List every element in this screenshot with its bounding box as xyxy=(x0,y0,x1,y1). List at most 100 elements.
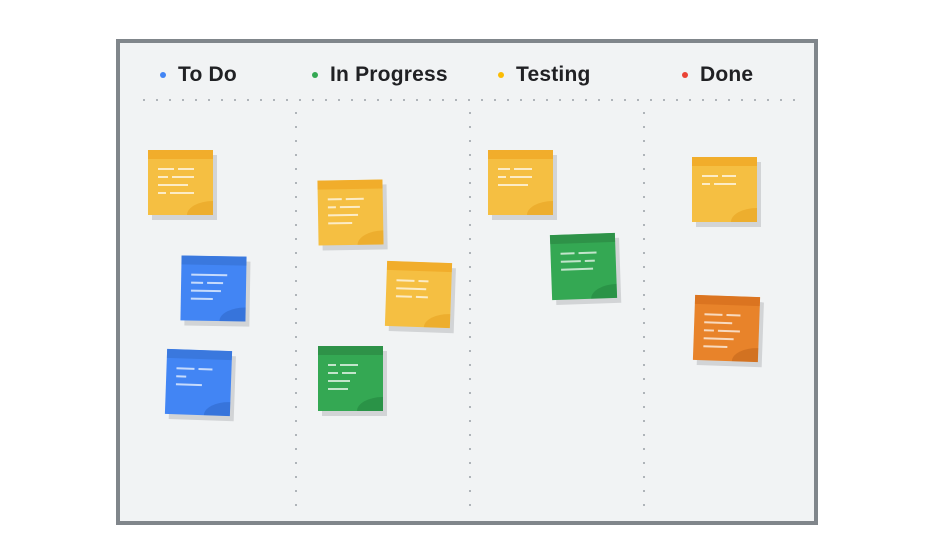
separator-dot xyxy=(469,336,471,338)
divider-dot xyxy=(507,99,509,101)
separator-dot xyxy=(469,126,471,128)
separator-dot xyxy=(469,392,471,394)
note-text-placeholder xyxy=(328,364,373,396)
sticky-note[interactable] xyxy=(148,150,217,220)
done-status-dot xyxy=(682,72,688,78)
divider-dot xyxy=(169,99,171,101)
separator-dot xyxy=(469,140,471,142)
divider-dot xyxy=(780,99,782,101)
separator-dot xyxy=(643,350,645,352)
note-page-curl xyxy=(203,401,231,417)
note-text-placeholder xyxy=(190,273,237,307)
separator-dot xyxy=(295,294,297,296)
separator-dot xyxy=(295,224,297,226)
separator-dot xyxy=(469,168,471,170)
separator-dot xyxy=(295,378,297,380)
separator-dot xyxy=(295,420,297,422)
separator-dot xyxy=(469,308,471,310)
column-header-todo[interactable]: To Do xyxy=(160,60,237,90)
divider-dot xyxy=(585,99,587,101)
separator-dot xyxy=(469,364,471,366)
divider-dot xyxy=(624,99,626,101)
divider-dot xyxy=(208,99,210,101)
divider-dot xyxy=(598,99,600,101)
sticky-note[interactable] xyxy=(384,260,456,334)
separator-dot xyxy=(295,392,297,394)
sticky-note[interactable] xyxy=(488,150,557,220)
separator-dot xyxy=(295,182,297,184)
note-paper xyxy=(692,157,757,222)
separator-dot xyxy=(295,364,297,366)
sticky-note[interactable] xyxy=(180,255,251,327)
separator-dot xyxy=(643,182,645,184)
separator-dot xyxy=(643,280,645,282)
note-adhesive-strip xyxy=(181,255,247,266)
todo-status-dot xyxy=(160,72,166,78)
separator-dot xyxy=(643,504,645,506)
column-title: Done xyxy=(700,63,754,86)
separator-dot xyxy=(469,112,471,114)
note-page-curl xyxy=(357,230,384,245)
column-header-in-progress[interactable]: In Progress xyxy=(312,60,448,90)
separator-dot xyxy=(643,126,645,128)
note-adhesive-strip xyxy=(694,294,761,307)
separator-dot xyxy=(295,308,297,310)
column-separator xyxy=(643,112,645,514)
separator-dot xyxy=(643,196,645,198)
separator-dot xyxy=(643,308,645,310)
separator-dot xyxy=(469,252,471,254)
sticky-note[interactable] xyxy=(317,179,388,251)
column-title: To Do xyxy=(178,63,237,86)
column-title: In Progress xyxy=(330,63,448,86)
separator-dot xyxy=(469,476,471,478)
header-divider xyxy=(143,99,803,101)
divider-dot xyxy=(390,99,392,101)
separator-dot xyxy=(469,490,471,492)
note-paper xyxy=(488,150,553,215)
divider-dot xyxy=(195,99,197,101)
sticky-note[interactable] xyxy=(318,346,387,416)
divider-dot xyxy=(221,99,223,101)
note-adhesive-strip xyxy=(318,346,383,355)
separator-dot xyxy=(469,350,471,352)
note-paper xyxy=(164,348,233,417)
note-paper xyxy=(549,232,618,301)
testing-status-dot xyxy=(498,72,504,78)
separator-dot xyxy=(295,490,297,492)
divider-dot xyxy=(143,99,145,101)
separator-dot xyxy=(469,504,471,506)
divider-dot xyxy=(533,99,535,101)
separator-dot xyxy=(643,168,645,170)
separator-dot xyxy=(469,224,471,226)
sticky-note[interactable] xyxy=(692,294,764,368)
note-text-placeholder xyxy=(327,197,374,231)
sticky-note[interactable] xyxy=(549,232,622,305)
sticky-note[interactable] xyxy=(164,348,236,422)
separator-dot xyxy=(643,112,645,114)
sticky-note[interactable] xyxy=(692,157,761,227)
divider-dot xyxy=(715,99,717,101)
column-header-testing[interactable]: Testing xyxy=(498,60,591,90)
separator-dot xyxy=(469,154,471,156)
column-header-done[interactable]: Done xyxy=(682,60,753,90)
divider-dot xyxy=(767,99,769,101)
separator-dot xyxy=(295,238,297,240)
divider-dot xyxy=(689,99,691,101)
separator-dot xyxy=(643,154,645,156)
separator-dot xyxy=(643,252,645,254)
divider-dot xyxy=(741,99,743,101)
note-text-placeholder xyxy=(560,251,607,277)
separator-dot xyxy=(469,378,471,380)
note-page-curl xyxy=(357,397,383,411)
separator-dot xyxy=(295,336,297,338)
separator-dot xyxy=(469,462,471,464)
note-paper xyxy=(180,255,247,322)
note-page-curl xyxy=(219,307,246,322)
note-text-placeholder xyxy=(395,279,442,305)
divider-dot xyxy=(429,99,431,101)
separator-dot xyxy=(295,504,297,506)
separator-dot xyxy=(469,210,471,212)
separator-dot xyxy=(643,294,645,296)
divider-dot xyxy=(442,99,444,101)
divider-dot xyxy=(520,99,522,101)
